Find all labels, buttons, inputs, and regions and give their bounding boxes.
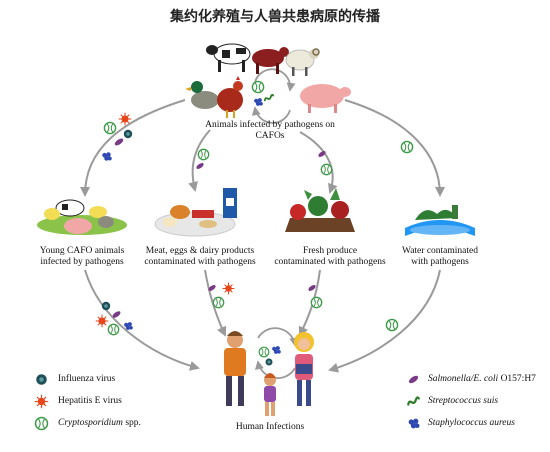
legend-influenza-icon	[36, 374, 47, 385]
cryptosporidium-icon	[258, 346, 270, 358]
hepatitis-icon	[95, 314, 109, 328]
salmonella-icon	[195, 161, 205, 171]
legend-hepatitis-icon	[34, 394, 49, 409]
sheep-icon	[285, 48, 320, 76]
water-illustration	[405, 205, 475, 236]
legend-streptococcus-icon	[407, 396, 420, 406]
duck-icon	[185, 81, 219, 109]
influenza-icon	[123, 129, 133, 139]
streptococcus-icon	[263, 93, 275, 102]
legend-salmonella-icon	[407, 374, 420, 385]
legend-staphylococcus-label: Staphylococcus aureus	[428, 418, 515, 428]
woman-icon	[294, 332, 314, 406]
label-human-infections: Human Infections	[235, 422, 305, 432]
cryptosporidium-icon	[320, 163, 333, 176]
chicken-icon	[217, 76, 243, 118]
label-water: Water contaminated with pathogens	[402, 246, 478, 267]
influenza-icon	[101, 301, 111, 311]
legend-cryptosporidium-label: Cryptosporidium spp.	[58, 418, 141, 428]
staphylococcus-icon	[102, 152, 112, 161]
legend-streptococcus-label: Streptococcus suis	[428, 396, 499, 406]
young-animals-illustration	[37, 199, 127, 235]
cycle-arrow-bottom	[251, 106, 291, 124]
staphylococcus-icon	[254, 98, 263, 106]
humans-illustration	[224, 331, 314, 416]
arrow-cafo-produce	[299, 131, 338, 194]
cryptosporidium-icon	[400, 140, 414, 154]
cow-icon	[206, 43, 251, 72]
cryptosporidium-icon	[197, 148, 210, 161]
cryptosporidium-icon	[310, 296, 323, 309]
cryptosporidium-icon	[385, 318, 399, 332]
legend-cryptosporidium-icon	[34, 416, 49, 431]
label-young-animals: Young CAFO animals infected by pathogens	[39, 246, 125, 267]
pig-icon	[300, 84, 351, 113]
legend-salmonella-label: Salmonella/E. coli O157:H7	[428, 374, 536, 384]
arrow-cafo-water	[344, 99, 445, 197]
meat-dairy-illustration	[154, 188, 237, 237]
brown-cow-icon	[252, 47, 289, 74]
arrow-cafo-young	[80, 99, 186, 197]
label-fresh-produce: Fresh produce contaminated with pathogen…	[274, 246, 386, 267]
legend-influenza-label: Influenza virus	[58, 374, 116, 384]
child-icon	[264, 373, 276, 416]
fresh-produce-illustration	[285, 188, 355, 232]
diagram-title: 集约化养殖与人兽共患病原的传播	[170, 9, 380, 25]
cafo-animals-illustration	[185, 43, 351, 118]
arrow-produce-human	[298, 269, 321, 337]
arrow-water-human	[328, 269, 441, 373]
man-icon	[224, 331, 246, 406]
influenza-icon	[265, 358, 273, 366]
arrow-young-human	[84, 269, 200, 371]
staphylococcus-icon	[272, 346, 281, 354]
hepatitis-icon	[222, 282, 235, 295]
cryptosporidium-icon	[107, 323, 120, 336]
label-meat-dairy: Meat, eggs & dairy products contaminated…	[144, 246, 256, 267]
legend-staphylococcus-icon	[408, 418, 420, 429]
cryptosporidium-icon	[212, 296, 225, 309]
salmonella-icon	[113, 137, 125, 147]
cryptosporidium-icon	[103, 121, 117, 135]
arrow-cafo-meat	[188, 129, 211, 192]
label-cafo: Animals infected by pathogens on CAFOs	[205, 120, 335, 141]
arrow-meat-human	[204, 269, 227, 337]
cryptosporidium-icon	[251, 80, 265, 94]
legend-hepatitis-label: Hepatitis E virus	[58, 396, 122, 406]
